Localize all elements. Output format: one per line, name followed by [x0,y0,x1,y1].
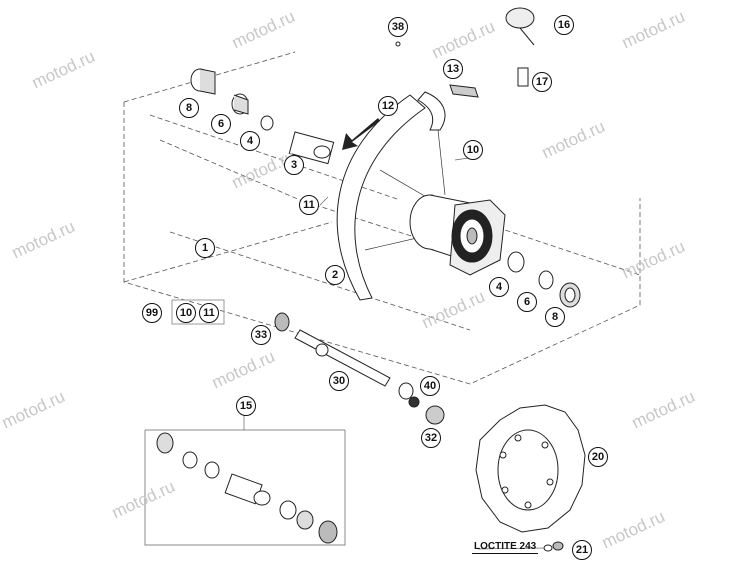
part-label-30: 30 [329,371,349,391]
items-box [171,299,225,325]
part-label-16: 16 [554,15,574,35]
part-label-12: 12 [378,96,398,116]
part-label-6: 6 [211,114,231,134]
loctite-note: LOCTITE 243 [472,541,539,554]
part-label-10: 10 [176,303,196,323]
brake-disc [475,404,586,533]
part-label-13: 13 [443,59,463,79]
part-label-20: 20 [588,447,608,467]
part-label-6: 6 [517,292,537,312]
small-parts-top [395,7,535,98]
part-label-4: 4 [489,277,509,297]
part-label-99: 99 [142,303,162,323]
part-label-33: 33 [251,325,271,345]
part-label-8: 8 [179,98,199,118]
part-label-10: 10 [463,140,483,160]
direction-arrow [342,118,380,150]
part-label-4: 4 [240,131,260,151]
part-label-38: 38 [388,17,408,37]
part-label-2: 2 [325,265,345,285]
part-label-17: 17 [532,72,552,92]
kit-parts [156,432,338,544]
part-label-8: 8 [545,307,565,327]
part-label-3: 3 [284,155,304,175]
bearing-set-upper [190,68,335,165]
part-label-15: 15 [236,396,256,416]
disc-bolt [543,541,564,552]
axle [274,312,445,425]
bearing-set-lower [507,251,581,308]
part-label-1: 1 [195,238,215,258]
part-label-40: 40 [420,376,440,396]
part-label-21: 21 [572,540,592,560]
part-label-32: 32 [421,428,441,448]
rim [336,91,446,301]
kit-box [144,429,346,546]
hub [409,194,506,276]
part-label-11: 11 [299,195,319,215]
part-label-11: 11 [199,303,219,323]
